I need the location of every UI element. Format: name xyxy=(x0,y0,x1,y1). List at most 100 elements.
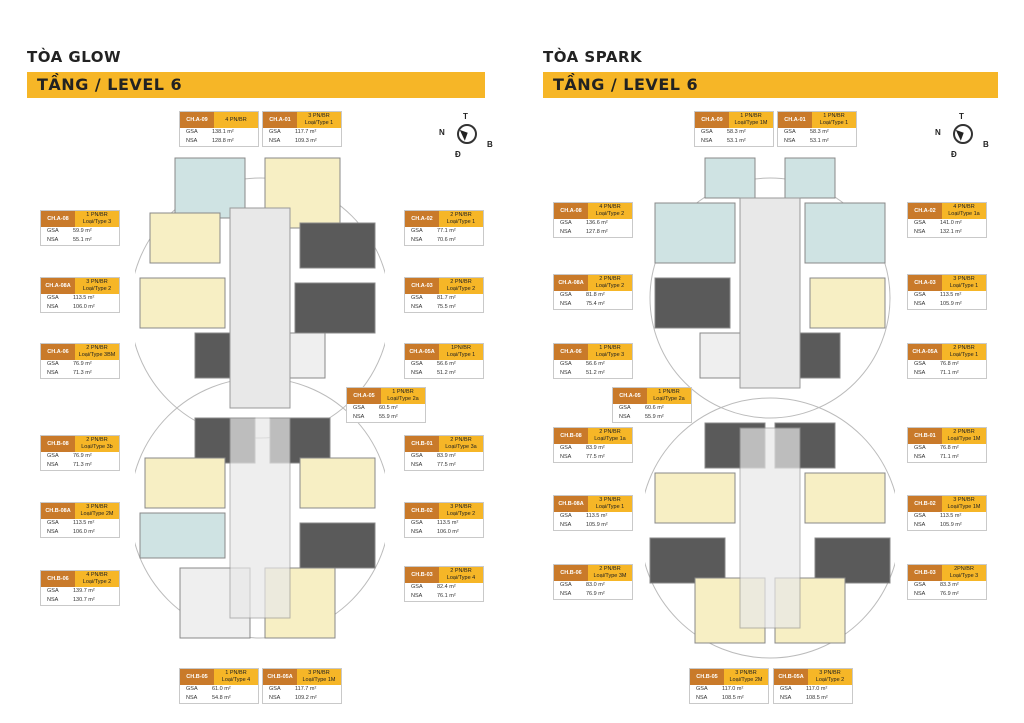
unit-code: CH.A-06 xyxy=(554,344,588,360)
glow-title: TÒA GLOW xyxy=(27,48,122,66)
unit-code: CH.A-01 xyxy=(263,112,297,128)
unit-nsa: 55.9 m² xyxy=(645,414,664,420)
unit-nsa: 53.1 m² xyxy=(727,138,746,144)
unit-type: Loại/Type 1a xyxy=(948,211,980,217)
gsa-label: GSA xyxy=(914,220,926,226)
unit-bedrooms: 2 PN/BR xyxy=(450,437,472,443)
gsa-label: GSA xyxy=(560,292,572,298)
unit-gsa: 60.6 m² xyxy=(645,405,664,411)
nsa-label: NSA xyxy=(560,370,572,376)
nsa-label: NSA xyxy=(619,414,631,420)
unit-code: CH.B-08A xyxy=(554,496,588,512)
gsa-label: GSA xyxy=(411,295,423,301)
unit-code: CH.B-02 xyxy=(908,496,942,512)
unit-type: Loại/Type 1M xyxy=(734,120,768,126)
unit-type: Loại/Type 3b xyxy=(81,444,113,450)
gsa-label: GSA xyxy=(560,513,572,519)
unit-bedrooms: 3 PN/BR xyxy=(308,670,330,676)
unit-nsa: 108.5 m² xyxy=(722,695,744,701)
compass-ring xyxy=(953,124,973,144)
unit-bedrooms: 4 PN/BR xyxy=(86,572,108,578)
gsa-label: GSA xyxy=(269,129,281,135)
unit-bedrooms: 2 PN/BR xyxy=(450,568,472,574)
unit-gsa: 81.7 m² xyxy=(437,295,456,301)
gsa-label: GSA xyxy=(696,686,708,692)
unit-bedrooms: 1 PN/BR xyxy=(740,113,762,119)
unit-type: Loại/Type 2a xyxy=(387,396,419,402)
unit-bedrooms: 3 PN/BR xyxy=(599,497,621,503)
gsa-label: GSA xyxy=(784,129,796,135)
unit-code: CH.B-01 xyxy=(405,436,439,452)
gsa-label: GSA xyxy=(560,361,572,367)
gsa-label: GSA xyxy=(411,228,423,234)
glow-level-bar: TẦNG / LEVEL 6 xyxy=(27,72,485,98)
nsa-label: NSA xyxy=(47,597,59,603)
unit-bedrooms: 1 PN/BR xyxy=(823,113,845,119)
nsa-label: NSA xyxy=(411,529,423,535)
unit-type: Loại/Type 1M xyxy=(947,436,981,442)
unit-gsa: 83.9 m² xyxy=(437,453,456,459)
unit-code: CH.A-08A xyxy=(41,278,75,294)
nsa-label: NSA xyxy=(696,695,708,701)
gsa-label: GSA xyxy=(914,292,926,298)
unit-bedrooms: 1 PN/BR xyxy=(392,389,414,395)
unit-code: CH.A-09 xyxy=(695,112,729,128)
unit-nsa: 77.5 m² xyxy=(586,454,605,460)
unit-type: Loại/Type 2a xyxy=(653,396,685,402)
unit-type: Loại/Type 3 xyxy=(949,573,979,579)
nsa-label: NSA xyxy=(47,237,59,243)
unit-nsa: 127.8 m² xyxy=(586,229,608,235)
unit-code: CH.A-03 xyxy=(908,275,942,291)
unit-bedrooms: 2 PN/BR xyxy=(450,212,472,218)
unit-gsa: 76.9 m² xyxy=(73,361,92,367)
unit-bedrooms: 2 PN/BR xyxy=(86,437,108,443)
unit-bedrooms: 3 PN/BR xyxy=(735,670,757,676)
unit-code: CH.B-05A xyxy=(774,669,808,685)
unit-gsa: 77.1 m² xyxy=(437,228,456,234)
unit-gsa: 113.5 m² xyxy=(73,295,95,301)
gsa-label: GSA xyxy=(186,686,198,692)
unit-nsa: 109.3 m² xyxy=(295,138,317,144)
unit-nsa: 106.0 m² xyxy=(73,529,95,535)
spark-level-bar: TẦNG / LEVEL 6 xyxy=(543,72,998,98)
unit-gsa: 83.9 m² xyxy=(586,445,605,451)
nsa-label: NSA xyxy=(701,138,713,144)
unit-nsa: 105.9 m² xyxy=(940,301,962,307)
unit-bedrooms: 2 PN/BR xyxy=(953,429,975,435)
unit-gsa: 76.9 m² xyxy=(73,453,92,459)
